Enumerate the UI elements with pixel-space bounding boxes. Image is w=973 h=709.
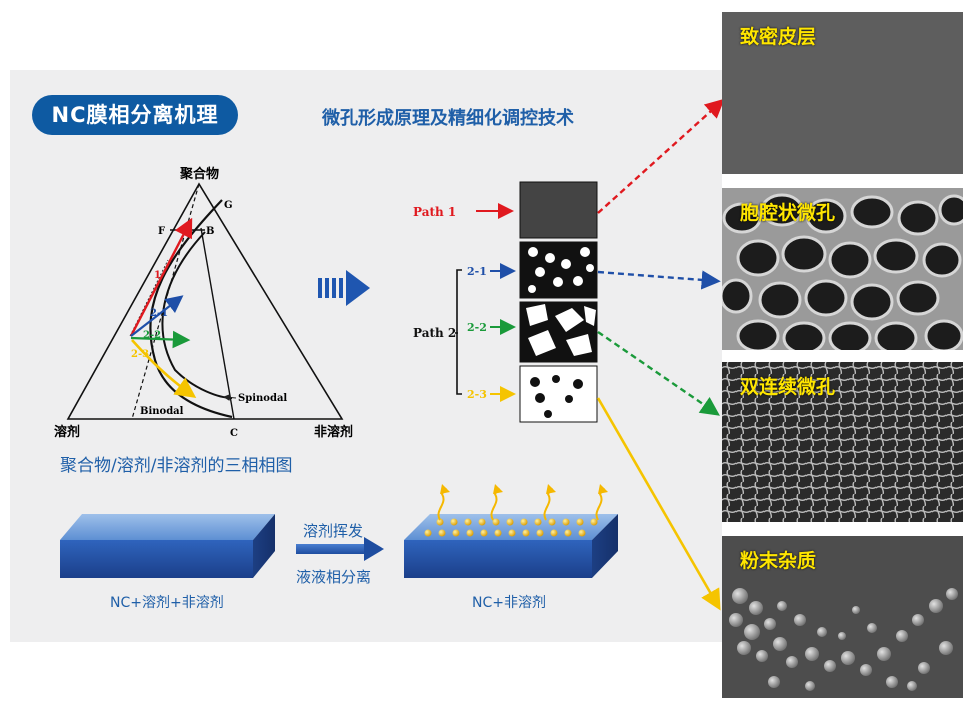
slab-left-label: NC+溶剂+非溶剂: [110, 595, 224, 611]
subpath-2-3: 2-3: [467, 388, 487, 401]
section-subtitle: 微孔形成原理及精细化调控技术: [322, 108, 574, 129]
path2-label: Path 2: [413, 326, 456, 340]
path-label-2-3: 2-3: [131, 349, 149, 360]
diagram-caption: 聚合物/溶剂/非溶剂的三相相图: [60, 456, 293, 476]
binodal-label: Binodal: [140, 406, 184, 417]
ternary-point-g: G: [224, 200, 233, 211]
apex-solvent: 溶剂: [54, 424, 80, 440]
sem-photo-cellular-pores: 胞腔状微孔: [722, 188, 963, 350]
ternary-point-b: B: [206, 226, 214, 237]
morphology-particle-box: [519, 365, 598, 423]
sem-photo-title: 粉末杂质: [740, 550, 817, 572]
sem-photo-powder-impurities: 粉末杂质: [722, 536, 963, 698]
path-label-2-2: 2-2: [143, 330, 161, 341]
sem-photo-dense-skin: 致密皮层: [722, 12, 963, 174]
sem-photo-title: 双连续微孔: [740, 376, 836, 398]
slab-phase-separated: [404, 514, 618, 578]
path1-label: Path 1: [413, 205, 456, 219]
process-label-top: 溶剂挥发: [303, 522, 364, 540]
spinodal-label: Spinodal: [238, 393, 287, 404]
morphology-droplet-box: [519, 241, 598, 299]
ternary-point-f: F: [158, 226, 165, 237]
path-label-2-1: 2-1: [150, 308, 168, 319]
sem-photo-title: 致密皮层: [740, 26, 817, 48]
subpath-2-2: 2-2: [467, 321, 487, 334]
triple-chevron-arrow-icon: [318, 270, 370, 306]
section-badge: NC膜相分离机理: [32, 95, 238, 135]
ternary-phase-diagram: F B G C 1 2-1 2-2 2-3 Binodal Spinodal: [66, 182, 344, 439]
ternary-point-c: C: [230, 428, 238, 439]
morphology-dense-box: [519, 181, 598, 239]
slab-right-label: NC+非溶剂: [472, 595, 546, 611]
apex-nonsolvent: 非溶剂: [314, 424, 353, 440]
morphology-bicontinuous-box: [519, 301, 598, 363]
slab-solution: [60, 514, 275, 578]
path-label-1: 1: [154, 270, 161, 281]
sem-photo-title: 胞腔状微孔: [740, 202, 836, 224]
particle-balls: [424, 518, 598, 537]
solvent-vapor-arrow-icon: [437, 487, 605, 521]
subpath-2-1: 2-1: [467, 265, 487, 278]
apex-polymer: 聚合物: [179, 166, 219, 182]
sem-photo-bicontinuous-pores: 双连续微孔: [722, 362, 963, 522]
process-label-bottom: 液液相分离: [296, 568, 372, 586]
